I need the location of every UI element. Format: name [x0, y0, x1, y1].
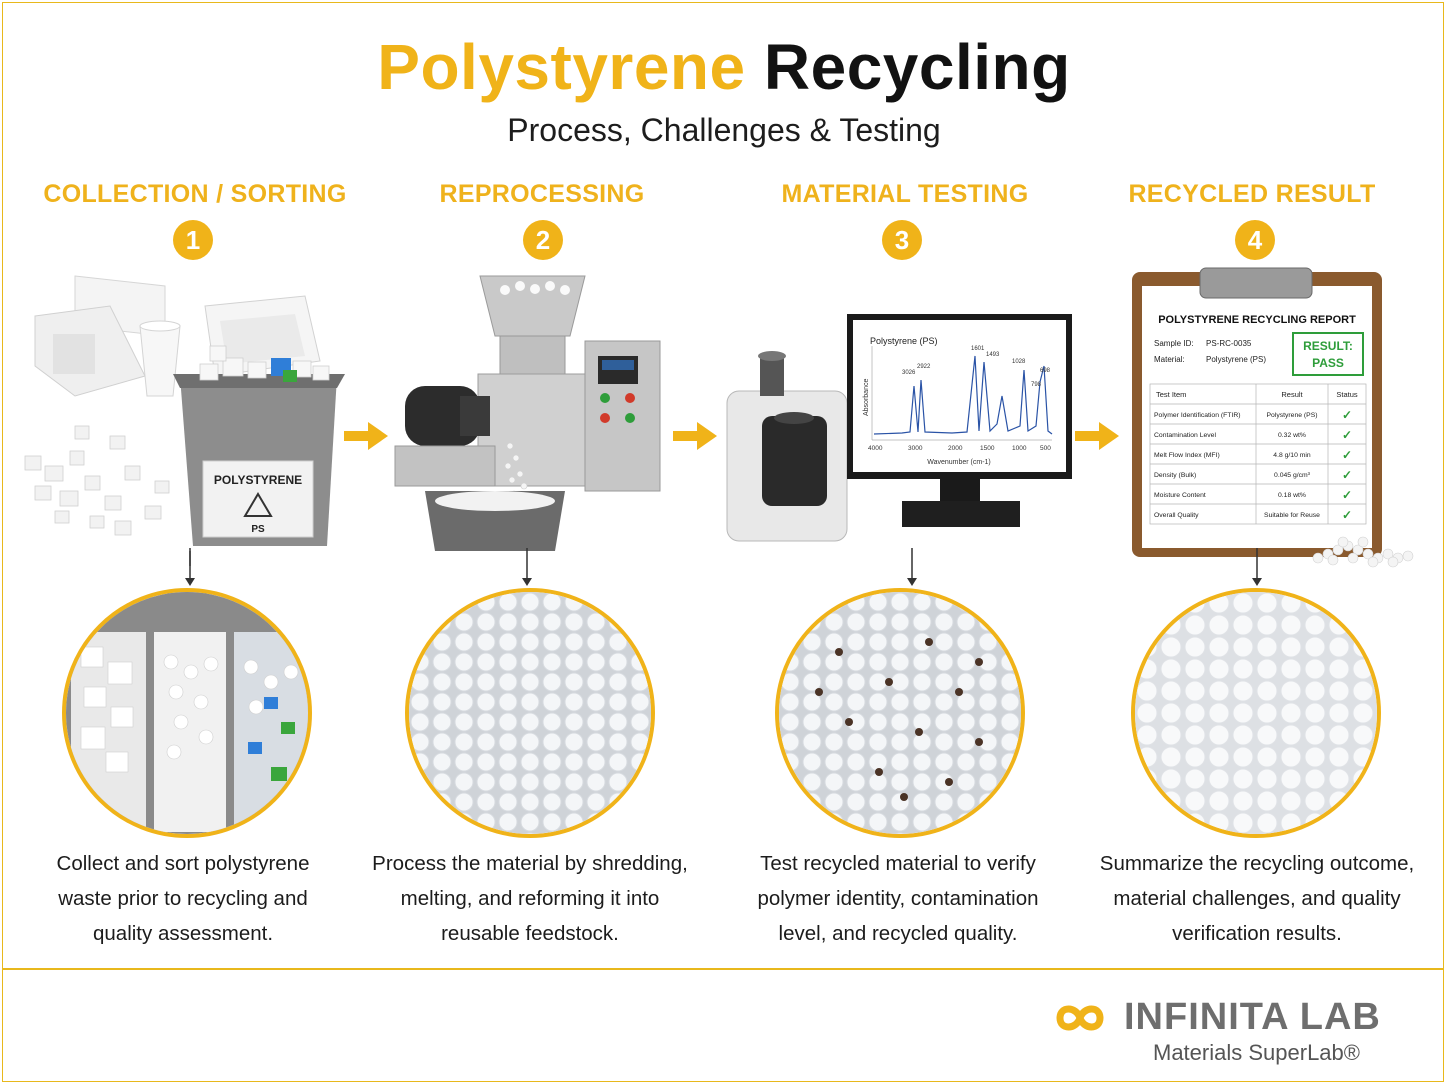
result-value: PASS [1312, 356, 1344, 370]
recycle-icon [243, 492, 273, 517]
table-row-item: Contamination Level [1154, 432, 1216, 439]
peak-label: 798 [1031, 382, 1042, 388]
title-part-1: Polystyrene [377, 31, 746, 103]
next-step-arrow-icon [344, 422, 388, 450]
collection-bin-illustration: POLYSTYRENE PS [24, 275, 345, 566]
spectrum-title: Polystyrene (PS) [870, 336, 938, 346]
spectrum-xlabel: Wavenumber (cm-1) [927, 459, 991, 466]
infinity-logo-icon [1056, 1005, 1104, 1031]
step-2-down-arrow-icon [522, 548, 532, 586]
check-icon: ✓ [1342, 508, 1352, 522]
table-header-status: Status [1336, 390, 1358, 399]
x-tick: 1500 [980, 445, 995, 452]
peak-label: 698 [1040, 368, 1051, 374]
peak-label: 2922 [917, 364, 931, 370]
company-logo: INFINITA LAB Materials SuperLab® [1040, 992, 1410, 1072]
bin-label-text: POLYSTYRENE [214, 473, 302, 487]
sorted-waste-closeup [62, 588, 312, 838]
table-row-result: 0.18 wt% [1278, 492, 1306, 499]
description-line: polymer identity, contamination [757, 887, 1039, 910]
logo-tagline: Materials SuperLab® [1153, 1040, 1360, 1065]
description-line: Collect and sort polystyrene [56, 852, 310, 875]
peak-label: 1601 [971, 346, 985, 352]
x-tick: 500 [1040, 445, 1051, 452]
step-4-heading: RECYCLED RESULT [1128, 180, 1376, 208]
next-step-arrow-icon [673, 422, 717, 450]
table-header-test-item: Test Item [1156, 390, 1186, 399]
table-row-item: Melt Flow Index (MFI) [1154, 452, 1220, 459]
description-line: material challenges, and quality [1113, 887, 1401, 910]
table-header-result: Result [1281, 390, 1303, 399]
step-3-description: Test recycled material to verify polymer… [738, 846, 1058, 951]
x-tick: 1000 [1012, 445, 1027, 452]
description-line: Summarize the recycling outcome, [1099, 852, 1415, 875]
step-4-description: Summarize the recycling outcome, materia… [1097, 846, 1417, 951]
step-3-badge: 3 [882, 220, 922, 260]
table-row-result: Polystyrene (PS) [1267, 412, 1318, 419]
table-row-item: Moisture Content [1154, 492, 1206, 499]
check-icon: ✓ [1342, 428, 1352, 442]
check-icon: ✓ [1342, 408, 1352, 422]
check-icon: ✓ [1342, 448, 1352, 462]
result-label: RESULT: [1303, 339, 1353, 353]
recycled-pellets-closeup [1131, 588, 1381, 838]
table-row-item: Overall Quality [1154, 512, 1199, 519]
title-part-2: Recycling [763, 31, 1071, 103]
peak-label: 3026 [902, 370, 916, 376]
table-row-item: Density (Bulk) [1154, 472, 1196, 479]
description-line: reusable feedstock. [441, 922, 619, 945]
material-label: Material: [1154, 355, 1185, 364]
step-1-badge: 1 [173, 220, 213, 260]
step-4-down-arrow-icon [1252, 548, 1262, 586]
sample-id-label: Sample ID: [1154, 339, 1194, 348]
step-1-description: Collect and sort polystyrene waste prior… [23, 846, 343, 951]
description-line: waste prior to recycling and [58, 887, 308, 910]
material-value: Polystyrene (PS) [1206, 355, 1266, 364]
extruder-illustration [394, 275, 661, 551]
pellets-closeup [405, 588, 655, 838]
description-line: verification results. [1172, 922, 1342, 945]
sample-id-value: PS-RC-0035 [1206, 339, 1252, 348]
report-table [1149, 383, 1367, 525]
page-title: Polystyrene Recycling [0, 30, 1448, 104]
description-line: level, and recycled quality. [778, 922, 1018, 945]
x-tick: 2000 [948, 445, 963, 452]
table-row-result: 0.32 wt% [1278, 432, 1306, 439]
step-3-down-arrow-icon [907, 548, 917, 586]
spectrum-ylabel: Absorbance [863, 379, 870, 416]
description-line: quality assessment. [92, 922, 274, 945]
footer-divider [2, 968, 1444, 970]
peak-label: 1028 [1012, 359, 1026, 365]
step-2-heading: REPROCESSING [439, 180, 645, 208]
description-line: melting, and reforming it into [400, 887, 660, 910]
table-row-result: Suitable for Reuse [1264, 512, 1320, 519]
ftir-illustration: Polystyrene (PS) Absorbance 3026 2922 16… [726, 314, 1072, 542]
step-4-badge: 4 [1235, 220, 1275, 260]
check-icon: ✓ [1342, 488, 1352, 502]
x-tick: 3000 [908, 445, 923, 452]
step-3-heading: MATERIAL TESTING [781, 180, 1029, 208]
next-step-arrow-icon [1075, 422, 1119, 450]
step-2-badge: 2 [523, 220, 563, 260]
contaminated-pellets-closeup [775, 588, 1025, 838]
step-1-heading: COLLECTION / SORTING [43, 180, 347, 208]
description-line: Test recycled material to verify [760, 852, 1036, 875]
check-icon: ✓ [1342, 468, 1352, 482]
report-title: POLYSTYRENE RECYCLING REPORT [1158, 314, 1356, 326]
x-tick: 4000 [868, 445, 883, 452]
logo-name: INFINITA LAB [1124, 996, 1381, 1038]
table-row-result: 0.045 g/cm³ [1274, 472, 1311, 479]
step-2-description: Process the material by shredding, melti… [370, 846, 690, 951]
description-line: Process the material by shredding, [372, 852, 688, 875]
peak-label: 1493 [986, 352, 1000, 358]
bin-code-text: PS [251, 524, 265, 535]
page-subtitle: Process, Challenges & Testing [507, 112, 941, 148]
table-row-item: Polymer Identification (FTIR) [1154, 412, 1241, 419]
report-clipboard-illustration: POLYSTYRENE RECYCLING REPORT Sample ID: … [1132, 267, 1414, 568]
table-row-result: 4.8 g/10 min [1273, 452, 1311, 459]
step-1-down-arrow-icon [185, 548, 195, 586]
result-pass-box [1292, 332, 1364, 376]
